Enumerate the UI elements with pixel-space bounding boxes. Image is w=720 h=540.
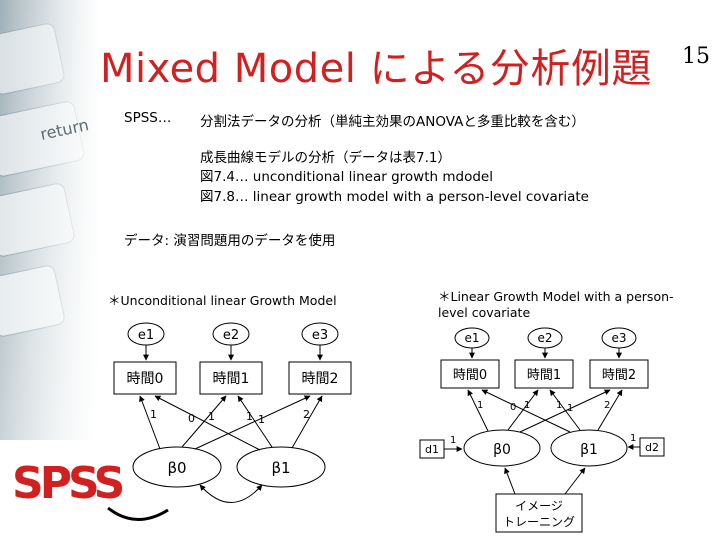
right-disturbance-d2-label: d2 [645, 441, 659, 454]
right-observed-t2 [589, 359, 649, 389]
left-latent-b0 [132, 446, 222, 488]
right-path-label-4: 1 [556, 400, 562, 411]
left-error-e1-label: e1 [138, 328, 154, 343]
right-covariate-line1: イメージ [515, 499, 563, 513]
spss-label: SPSS… [124, 110, 172, 126]
left-path-label-3: 1 [208, 410, 215, 423]
right-disturbance-d2-weight: 1 [630, 433, 636, 444]
right-latent-b1-label: β1 [580, 442, 598, 458]
left-diagram-caption: ＊Unconditional linear Growth Model [108, 293, 337, 308]
growth-title: 成長曲線モデルの分析（データは表7.1） [200, 150, 451, 166]
right-path-label-1: 1 [477, 400, 483, 411]
right-covariate-box [495, 493, 583, 533]
right-latent-b0-label: β0 [493, 442, 511, 458]
spss-text: 分割法データの分析（単純主効果のANOVAと多重比較を含む） [200, 114, 585, 130]
right-diagram-caption-1: ＊Linear Growth Model with a person- [438, 289, 674, 304]
left-observed-t1 [199, 361, 263, 395]
page-number: 15 [682, 44, 710, 69]
figure-7-8: 図7.8… linear growth model with a person-… [200, 189, 589, 205]
right-error-e2-label: e2 [537, 331, 552, 345]
data-note: データ: 演習問題用のデータを使用 [124, 233, 336, 249]
right-path-label-3: 1 [524, 400, 530, 411]
right-latent-b1 [550, 429, 628, 467]
right-observed-t0 [440, 359, 500, 389]
left-observed-t0 [113, 361, 177, 395]
left-path-label-4: 1 [246, 410, 253, 423]
right-diagram-caption-2: level covariate [438, 305, 531, 320]
right-observed-t1 [514, 359, 574, 389]
logo-swoosh [107, 506, 169, 521]
slide-title: Mixed Model による分析例題 [100, 46, 652, 92]
left-path-label-2: 0 [188, 412, 195, 425]
right-observed-t0-label: 時間0 [453, 368, 487, 383]
right-covariate-line2: トレーニング [503, 515, 575, 529]
left-path-label-6: 2 [303, 408, 310, 421]
left-observed-t2 [288, 361, 352, 395]
left-observed-t2-label: 時間2 [302, 371, 339, 387]
left-error-e3-label: e3 [312, 328, 328, 343]
right-error-e1-label: e1 [464, 331, 479, 345]
right-path-label-6: 2 [604, 400, 610, 411]
right-path-label-2: 0 [510, 402, 516, 413]
right-latent-b0 [463, 429, 541, 467]
left-observed-t0-label: 時間0 [127, 371, 164, 387]
left-observed-t1-label: 時間1 [213, 371, 250, 387]
right-observed-t2-label: 時間2 [602, 368, 636, 383]
keyboard-background-photo [0, 0, 100, 440]
left-latent-b1-label: β1 [271, 459, 290, 477]
left-error-e2-label: e2 [223, 328, 239, 343]
right-disturbance-d1-weight: 1 [450, 435, 456, 446]
right-observed-t1-label: 時間1 [527, 368, 561, 383]
right-path-label-5: 1 [567, 403, 573, 414]
spss-logo: SPSS [12, 458, 125, 509]
left-path-label-1: 1 [150, 408, 157, 421]
left-path-label-5: 1 [258, 413, 265, 426]
right-error-e3-label: e3 [611, 331, 626, 345]
left-latent-b0-label: β0 [167, 459, 186, 477]
right-disturbance-d1-label: d1 [425, 443, 439, 456]
left-latent-b1 [236, 446, 326, 488]
figure-7-4: 図7.4… unconditional linear growth mdodel [200, 169, 493, 185]
